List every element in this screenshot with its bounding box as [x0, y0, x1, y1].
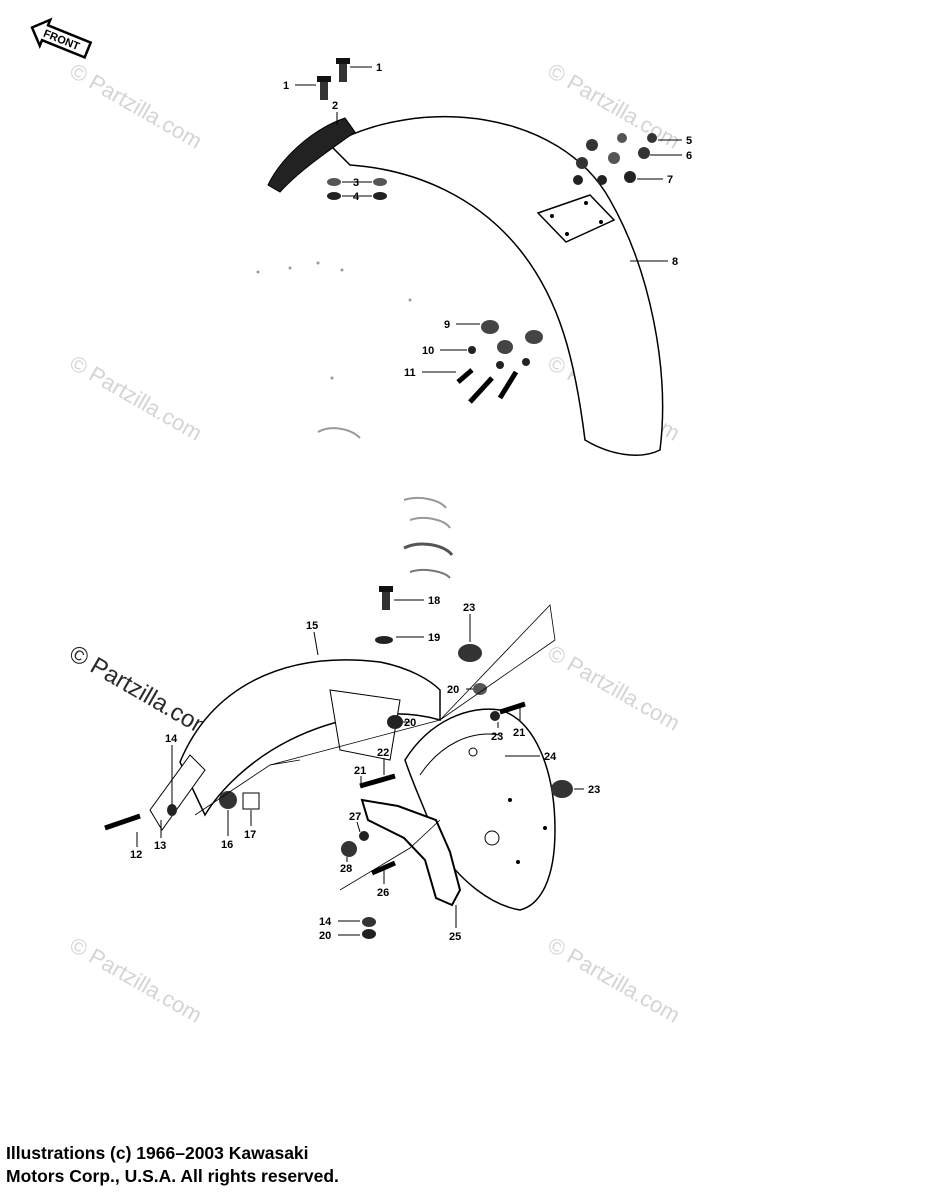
callout-label: 27 [349, 811, 361, 823]
callout-label: 16 [221, 839, 233, 851]
copyright-line-1: Illustrations (c) 1966–2003 Kawasaki [6, 1143, 309, 1163]
screw-icon [317, 58, 350, 100]
callout-label: 11 [404, 367, 416, 379]
callout-label: 4 [353, 191, 360, 203]
washer-icon [327, 178, 387, 200]
copyright-notice: Illustrations (c) 1966–2003 Kawasaki Mot… [6, 1142, 339, 1188]
guide-lines [194, 604, 556, 891]
nut-icon [167, 636, 573, 939]
callout-label: 23 [491, 731, 503, 743]
callout-label: 5 [686, 135, 692, 147]
callout-label: 20 [404, 717, 416, 729]
callout-label: 20 [319, 930, 331, 942]
callout-label: 22 [377, 747, 389, 759]
print-residue [256, 261, 454, 579]
callout-label: 14 [165, 733, 178, 745]
front-fender-front-half [404, 708, 556, 911]
callout-label: 13 [154, 840, 166, 852]
rear-fender [328, 115, 664, 456]
callout-label: 17 [244, 829, 256, 841]
callout-label: 8 [672, 256, 678, 268]
callout-label: 23 [463, 602, 475, 614]
callout-label: 26 [377, 887, 389, 899]
callout-label: 21 [513, 727, 525, 739]
nut-icon [573, 133, 657, 185]
fender-stay-bracket [360, 798, 462, 907]
callout-label: 18 [428, 595, 440, 607]
bolt-icon [456, 368, 519, 404]
callout-label: 28 [340, 863, 352, 875]
callout-label: 10 [422, 345, 434, 357]
grommet-icon [468, 320, 543, 369]
callout-label: 25 [449, 931, 461, 943]
callout-label: 7 [667, 174, 673, 186]
callout-label: 15 [306, 620, 318, 632]
callout-label: 9 [444, 319, 450, 331]
copyright-line-2: Motors Corp., U.S.A. All rights reserved… [6, 1166, 339, 1186]
callout-label: 2 [332, 100, 338, 112]
callouts: 1 1 2 3 4 5 6 7 8 9 10 11 12 13 14 [130, 62, 692, 943]
front-fender-rear-half [149, 659, 441, 831]
callout-label: 3 [353, 177, 359, 189]
callout-label: 1 [283, 80, 289, 92]
callout-label: 6 [686, 150, 692, 162]
callout-label: 1 [376, 62, 382, 74]
callout-label: 12 [130, 849, 142, 861]
front-arrow-icon: FRONT [30, 17, 93, 60]
callout-label: 24 [544, 751, 557, 763]
callout-label: 19 [428, 632, 440, 644]
callout-label: 21 [354, 765, 366, 777]
callout-label: 20 [447, 684, 459, 696]
callout-label: 23 [588, 784, 600, 796]
rear-flap [267, 117, 356, 193]
callout-label: 14 [319, 916, 332, 928]
